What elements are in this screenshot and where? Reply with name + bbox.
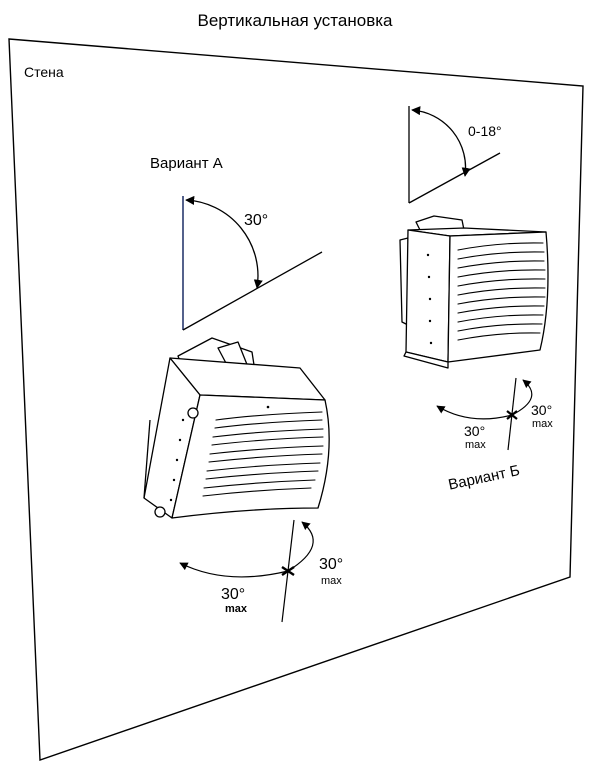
variant-b-tilt-indicator (408, 106, 501, 204)
variant-a-tilt-angle: 30° (244, 212, 269, 229)
variant-b-rotation-right-max: max (532, 418, 553, 430)
variant-a-rotation-right-angle: 30° (319, 556, 344, 573)
variant-a-louvers (202, 411, 324, 497)
variant-a-rotation-center-marker (281, 566, 295, 576)
variant-a-rotation-left-max: max (225, 603, 248, 615)
variant-b-tilt-angle: 0-18° (468, 123, 502, 139)
variant-b-rotation-right-angle: 30° (531, 402, 553, 418)
variant-b-rotation-left-max: max (465, 439, 486, 451)
variant-b-louvers (457, 242, 546, 341)
variant-a-tilt-indicator (182, 195, 323, 331)
variant-a-rotation-left-angle: 30° (221, 586, 246, 603)
variant-b-rotation-center-marker (506, 410, 518, 420)
wall-label: Стена (24, 64, 64, 80)
variant-b-rotation-left-angle: 30° (464, 423, 486, 439)
page-title: Вертикальная установка (197, 11, 393, 30)
variant-a-label: Вариант А (150, 155, 223, 172)
variant-b-heater (399, 215, 549, 369)
variant-a-rotation-right-max: max (321, 575, 342, 587)
